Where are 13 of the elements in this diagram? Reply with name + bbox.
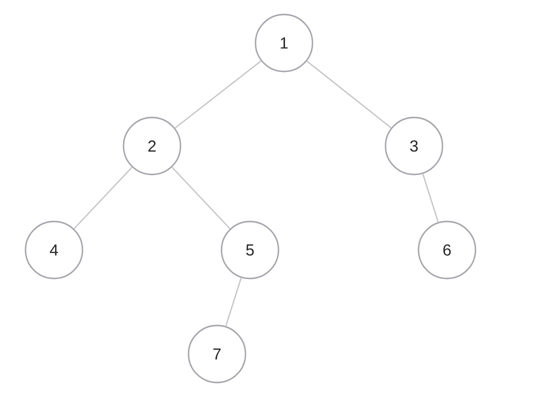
connector-line <box>174 60 262 129</box>
tree-node: 4 <box>24 220 84 280</box>
tree-node: 7 <box>188 324 246 384</box>
connector-line <box>172 166 230 230</box>
tree-node: 1 <box>254 14 314 72</box>
connector-line <box>225 278 242 326</box>
connector-line <box>422 174 439 222</box>
tree-node: 6 <box>418 220 476 280</box>
tree-node: 5 <box>220 220 280 280</box>
tree-node: 2 <box>122 116 182 176</box>
connector-line <box>306 60 392 128</box>
tree-node: 3 <box>384 116 444 176</box>
connector-line <box>74 166 132 230</box>
